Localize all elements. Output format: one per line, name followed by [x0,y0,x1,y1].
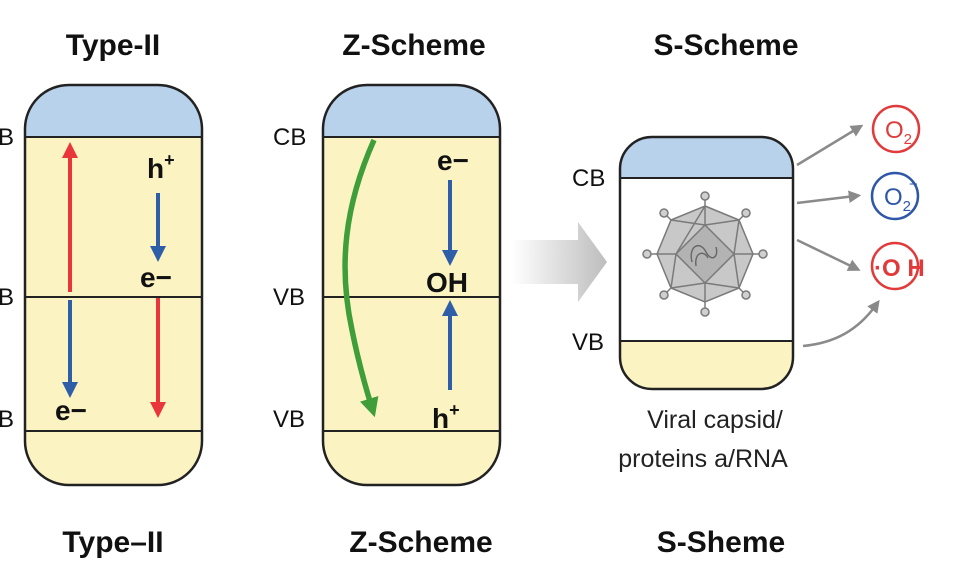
arrow-from-vb [802,299,880,348]
zscheme-hole-label: h+ [432,400,460,434]
type2-bottom-label: Type–II [62,526,163,559]
type2-band-label-1: B [0,124,14,151]
svg-text:·O H: ·O H [874,255,925,282]
type2-hole-label: h+ [147,150,175,184]
zscheme-vb-label: VB [273,284,305,311]
sscheme-title: S-Scheme [653,29,798,62]
species-o2: O2 [871,104,921,154]
svg-text:O2−: O2− [884,176,918,215]
virus-capsid-icon [642,191,768,317]
zscheme-panel: CB VB VB e− OH h+ [273,83,502,487]
green-curved-arrow [342,138,379,418]
sscheme-caption-line2: proteins a/RNA [618,445,788,473]
sscheme-vb-label: VB [572,329,604,356]
type2-band-label-3: B [0,406,14,433]
type2-title: Type-II [66,29,160,62]
svg-text:O2: O2 [885,117,912,148]
type2-panel: B B B h+ e− e− [0,83,204,487]
zscheme-electron-label: e− [437,145,469,176]
zscheme-oh-label: OH [426,267,468,298]
sscheme-panel: CB VB [572,104,925,473]
type2-electron-mid: e− [140,262,172,293]
arrow-to-o2 [796,124,864,167]
arrow-to-superoxide [796,190,862,205]
sscheme-bottom-label: S-Sheme [657,526,785,559]
zscheme-title: Z-Scheme [342,29,485,62]
zscheme-bottom-label: Z-Scheme [349,526,492,559]
sscheme-caption-line1: Viral capsid/ [647,406,783,434]
zscheme-vb-label-2: VB [273,406,305,433]
sscheme-cb-label: CB [572,165,605,192]
type2-electron-low: e− [55,395,87,426]
arrow-to-hydroxyl [796,238,861,271]
species-hydroxyl: ·O H [870,241,925,291]
species-superoxide: O2− [870,171,920,221]
type2-band-label-2: B [0,284,14,311]
transfer-arrow-icon [512,222,607,302]
zscheme-cb-label: CB [273,124,306,151]
